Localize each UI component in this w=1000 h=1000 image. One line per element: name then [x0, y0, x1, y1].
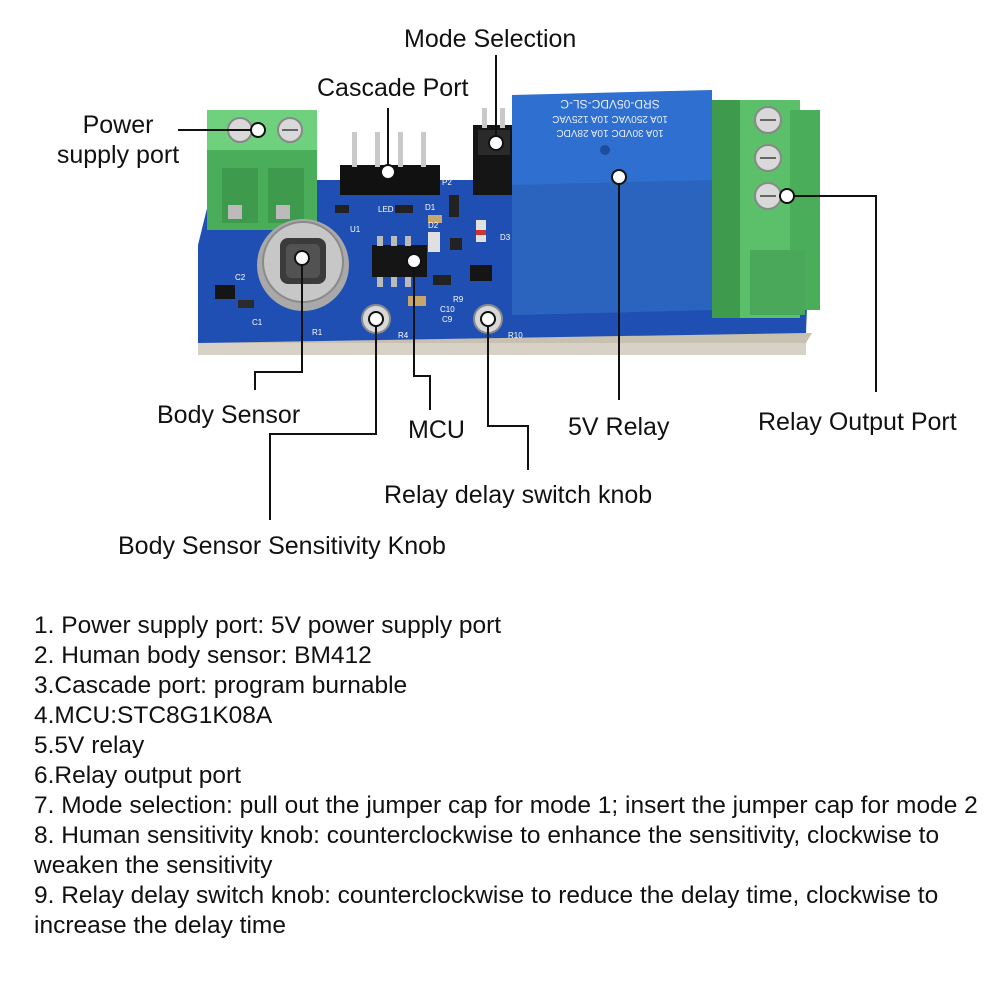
relay-rating-1-text: 10A 250VAC 10A 125VAC — [552, 113, 668, 124]
dot-cascade — [380, 164, 396, 180]
label-relay-delay-knob: Relay delay switch knob — [384, 481, 653, 509]
label-mcu: MCU — [408, 416, 465, 444]
mode-jumper — [473, 108, 515, 195]
mcu-chip — [372, 236, 427, 287]
silk-d3: D3 — [500, 233, 511, 242]
leader-mcu — [413, 261, 431, 410]
dot-output — [779, 188, 795, 204]
smd-components — [215, 195, 492, 308]
silk-d2: D2 — [428, 221, 439, 230]
note-item: 1. Power supply port: 5V power supply po… — [34, 612, 502, 639]
silk-r4: R4 — [398, 331, 409, 340]
label-relay-output-port: Relay Output Port — [758, 408, 957, 436]
note-item: 7. Mode selection: pull out the jumper c… — [34, 792, 978, 819]
note-item: 9. Relay delay switch knob: counterclock… — [34, 882, 939, 939]
leader-body — [254, 258, 303, 390]
note-item: 3.Cascade port: program burnable — [34, 672, 408, 699]
silk-p2: P2 — [442, 178, 452, 187]
relay-5v: SRD-05VDC-SL-C 10A 250VAC 10A 125VAC 10A… — [512, 90, 712, 315]
relay-model-text: SRD-05VDC-SL-C — [560, 97, 660, 111]
silk-r10: R10 — [508, 331, 523, 340]
label-5v-relay: 5V Relay — [568, 413, 670, 441]
silk-r9: R9 — [453, 295, 464, 304]
silk-u1: U1 — [350, 225, 361, 234]
dot-relay — [611, 169, 627, 185]
silk-c1: C1 — [252, 318, 263, 327]
label-mode-selection: Mode Selection — [404, 25, 577, 53]
leader-sens — [269, 319, 377, 520]
dot-sens — [368, 311, 384, 327]
label-power-line2: supply port — [56, 141, 180, 169]
relay-rating-2-text: 10A 30VDC 10A 28VDC — [556, 127, 663, 138]
note-item: 6.Relay output port — [34, 762, 242, 789]
silk-led: LED — [378, 205, 394, 214]
label-cascade-port: Cascade Port — [317, 74, 469, 102]
label-power-supply-port: Power supply port — [48, 110, 188, 170]
label-body-sensor: Body Sensor — [157, 401, 301, 429]
silk-r1: R1 — [312, 328, 323, 337]
note-item: 4.MCU:STC8G1K08A — [34, 702, 273, 729]
leader-output — [787, 195, 877, 392]
leader-lines — [178, 55, 877, 520]
module-diagram: SRD-05VDC-SL-C 10A 250VAC 10A 125VAC 10A… — [178, 55, 877, 520]
silk-d1: D1 — [425, 203, 436, 212]
note-item: 5.5V relay — [34, 732, 145, 759]
silk-c10: C10 — [440, 305, 455, 314]
callout-dots — [250, 122, 795, 327]
feature-notes-list: 1. Power supply port: 5V power supply po… — [34, 611, 984, 941]
silk-c9: C9 — [442, 315, 453, 324]
label-body-sensor-sensitivity-knob: Body Sensor Sensitivity Knob — [118, 532, 446, 560]
silk-c2: C2 — [235, 273, 246, 282]
label-power-line1: Power — [82, 111, 154, 139]
dot-body — [294, 250, 310, 266]
cascade-header — [340, 132, 440, 195]
dot-mcu — [406, 253, 422, 269]
output-terminal-block — [712, 100, 820, 318]
note-item: 8. Human sensitivity knob: counterclockw… — [34, 822, 940, 879]
note-item: 2. Human body sensor: BM412 — [34, 642, 372, 669]
leader-delay — [487, 319, 529, 470]
dot-mode — [488, 135, 504, 151]
dot-power — [250, 122, 266, 138]
dot-delay — [480, 311, 496, 327]
